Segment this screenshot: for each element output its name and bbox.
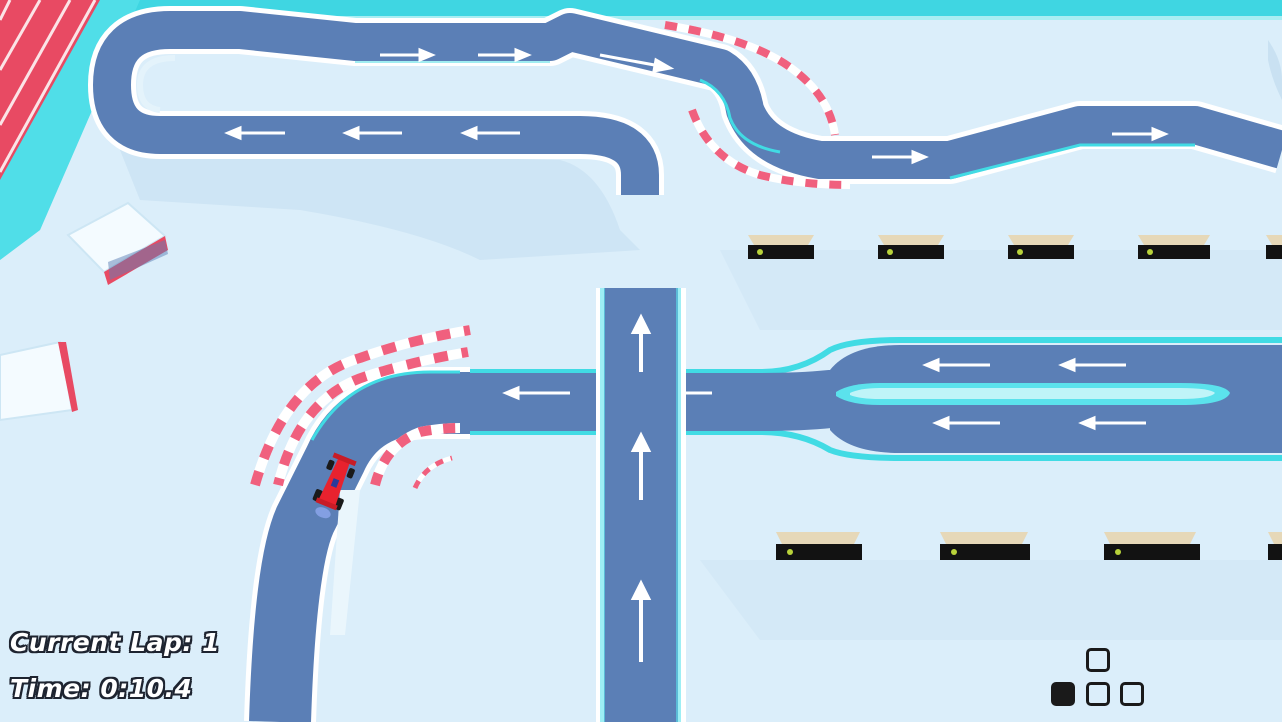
player-car bbox=[312, 452, 357, 519]
current-lap-label: Current Lap: 1 bbox=[10, 628, 221, 657]
pit-building bbox=[66, 201, 168, 285]
side-building bbox=[0, 340, 78, 422]
ground-shadows bbox=[120, 150, 1282, 640]
left-key-icon bbox=[1051, 682, 1075, 706]
billboard bbox=[776, 532, 862, 560]
upper-track bbox=[88, 6, 1282, 199]
control-keys-indicator bbox=[1048, 645, 1148, 709]
billboard bbox=[1268, 532, 1282, 560]
billboard bbox=[940, 532, 1030, 560]
billboard bbox=[1104, 532, 1200, 560]
down-key-icon bbox=[1086, 682, 1110, 706]
up-key-icon bbox=[1086, 648, 1110, 672]
billboard bbox=[1266, 235, 1282, 259]
race-time-label: Time: 0:10.4 bbox=[10, 674, 193, 703]
billboards bbox=[748, 235, 1282, 560]
billboard bbox=[878, 235, 944, 259]
billboard bbox=[748, 235, 814, 259]
billboard bbox=[1138, 235, 1210, 259]
top-wall bbox=[130, 0, 1282, 16]
vertical-road bbox=[596, 288, 686, 722]
billboard bbox=[1008, 235, 1074, 259]
right-key-icon bbox=[1120, 682, 1144, 706]
